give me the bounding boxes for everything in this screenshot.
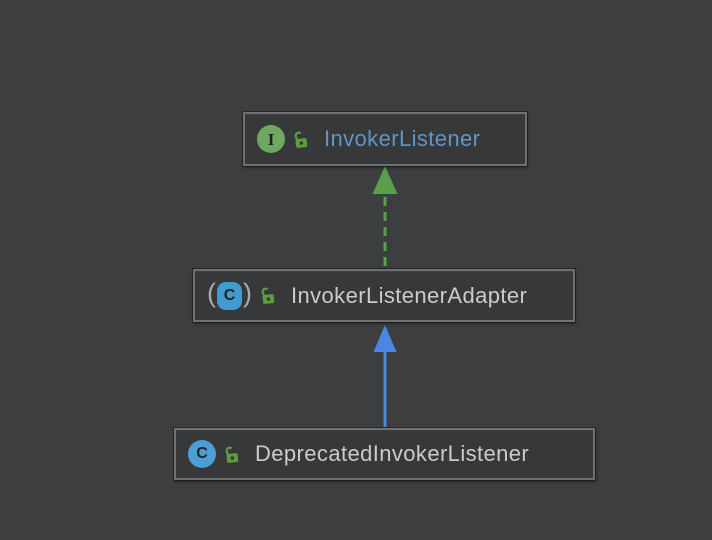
node-deprecated-invoker-listener[interactable]: C DeprecatedInvokerListener [173, 427, 596, 481]
node-label: InvokerListenerAdapter [291, 282, 528, 308]
node-label: InvokerListener [324, 126, 481, 151]
abstract-class-icon-letter: C [223, 286, 236, 304]
class-icon: C [188, 440, 216, 468]
lock-open-icon [261, 287, 275, 304]
node-invoker-listener-adapter[interactable]: C InvokerListenerAdapter [192, 268, 576, 323]
abstract-class-icon: C [207, 281, 252, 310]
interface-icon: I [257, 125, 285, 153]
edge-implements-arrow[interactable] [372, 166, 398, 268]
node-label: DeprecatedInvokerListener [255, 441, 530, 466]
lock-open-icon [225, 446, 239, 463]
node-invoker-listener[interactable]: I InvokerListener [242, 111, 528, 167]
class-icon-letter: C [196, 445, 208, 462]
interface-icon-letter: I [267, 129, 275, 149]
lock-open-icon [294, 131, 308, 148]
edge-extends-arrow[interactable] [373, 325, 397, 427]
